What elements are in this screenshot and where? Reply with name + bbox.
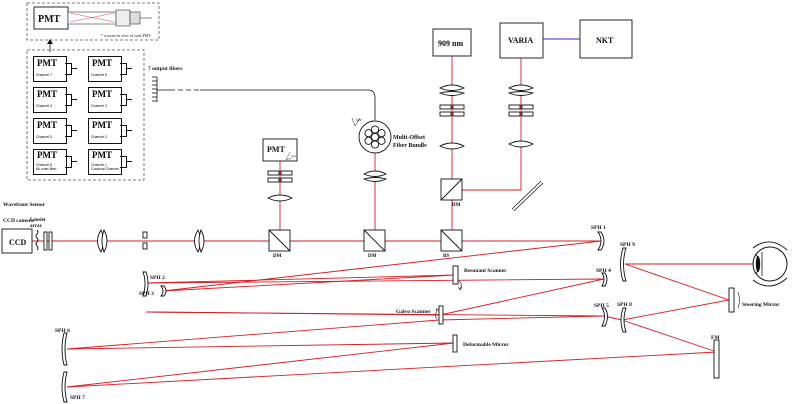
channel-caption: Channel 3 bbox=[91, 104, 107, 108]
pmt-detector: PMT xyz bbox=[262, 138, 298, 162]
pmt-array-label: PMT bbox=[92, 89, 112, 99]
pmt-array-label: PMT bbox=[92, 58, 112, 68]
sph8-mirror bbox=[620, 307, 627, 333]
pmt-channel: PMT Channel 7 bbox=[33, 56, 81, 84]
eye-icon bbox=[752, 241, 788, 287]
output-fibers: 7 output fibers bbox=[148, 66, 376, 120]
fm-label: FM bbox=[711, 335, 720, 341]
pmt-array-label: PMT bbox=[37, 150, 57, 160]
wavefront-sensor: Wavefront Sensor CCD camera Lenslet arra… bbox=[1, 202, 53, 254]
pmt-array bbox=[26, 49, 145, 181]
lens-group-pmt bbox=[266, 170, 294, 202]
deformable-mirror-label: Deformable Mirror bbox=[463, 342, 509, 348]
sph7-label: SPH 7 bbox=[70, 395, 85, 401]
array-label: array bbox=[30, 224, 42, 229]
pmt-channel: PMT Channel 2 bbox=[88, 118, 136, 146]
pmt-channel: PMT Channel 3 bbox=[88, 87, 136, 115]
laser-909-label: 909 nm bbox=[438, 39, 463, 48]
sph4-label: SPH 4 bbox=[596, 268, 611, 274]
beam-paths bbox=[30, 56, 787, 388]
arrow-icon bbox=[47, 39, 53, 44]
steering-mirror-label: Steering Mirror bbox=[742, 302, 780, 308]
galvo-scanner-label: Galvo Scanner bbox=[396, 309, 431, 315]
channel-caption: Channel 1 Confocal Channel bbox=[91, 163, 119, 171]
pmt-inset-note: * a zoom-in view of each PMT bbox=[101, 33, 151, 38]
varia-label: VARIA bbox=[508, 36, 533, 45]
lens-group-varia bbox=[507, 84, 535, 148]
dm-cube-bundle: DM bbox=[363, 229, 386, 259]
fiber-bundle-label: Fiber Bundle bbox=[393, 143, 427, 149]
sph1-label: SPH 1 bbox=[591, 225, 606, 231]
sph6-mirror bbox=[61, 332, 68, 366]
output-fibers-label: 7 output fibers bbox=[148, 66, 183, 72]
dm-cube-pmt: DM bbox=[268, 229, 291, 259]
pmt-inset-label: PMT bbox=[38, 14, 61, 25]
pmt-array-label: PMT bbox=[37, 120, 57, 130]
sph9-mirror bbox=[620, 247, 627, 282]
sph9-label: SPH 9 bbox=[620, 242, 635, 248]
sph2-mirror bbox=[160, 285, 167, 297]
laser-nkt: NKT bbox=[579, 19, 633, 59]
sph1-mirror bbox=[597, 231, 605, 251]
pmt-channel: PMT Channel 1 Confocal Channel bbox=[88, 149, 136, 177]
dm-cube-pmt-label: DM bbox=[273, 254, 282, 259]
relay-lenses bbox=[97, 228, 205, 254]
lens-group-bundle bbox=[362, 170, 388, 182]
dm-cube-bundle-label: DM bbox=[368, 254, 377, 259]
pmt-detector-label: PMT bbox=[267, 145, 285, 154]
fm-mirror: FM bbox=[711, 335, 720, 379]
bs-cube: BS bbox=[440, 229, 463, 259]
dm-cube-varia-label: DM bbox=[452, 203, 461, 208]
dm-cube-varia: DM bbox=[440, 178, 463, 208]
sph5-mirror bbox=[601, 307, 608, 327]
pmt-array-label: PMT bbox=[92, 120, 112, 130]
ccd-camera-label: CCD camera bbox=[3, 218, 34, 224]
pmt-channel: PMT Channel 8 All outer fiber bbox=[33, 149, 81, 177]
lens-group-909 bbox=[438, 84, 466, 150]
pmt-channel: PMT Channel 4 bbox=[33, 87, 81, 115]
galvo-scanner: Galvo Scanner bbox=[396, 305, 444, 325]
bs-cube-label: BS bbox=[443, 254, 449, 259]
pmt-array-label: PMT bbox=[37, 89, 57, 99]
sph2-label: SPH 2 bbox=[150, 275, 165, 281]
pmt-array-label: PMT bbox=[37, 58, 57, 68]
laser-909: 909 nm bbox=[432, 28, 472, 57]
sph3-mirror bbox=[142, 271, 149, 297]
channel-caption: Channel 5 bbox=[36, 135, 52, 139]
nkt-label: NKT bbox=[596, 36, 614, 45]
sph4-mirror bbox=[601, 272, 608, 287]
multi-offset-label: Multi-Offset bbox=[393, 135, 425, 141]
multi-offset-fiber-bundle: xyz Multi-Offset Fiber Bundle bbox=[351, 117, 427, 154]
sph-mirrors bbox=[61, 231, 627, 403]
channel-caption: Channel 7 bbox=[36, 73, 52, 77]
channel-caption: Channel 2 bbox=[91, 135, 107, 139]
ccd-label: CCD bbox=[9, 238, 27, 247]
channel-caption: Channel 6 bbox=[91, 73, 107, 77]
channel-caption: Channel 4 bbox=[36, 104, 52, 108]
pmt-zoom-inset: PMT * a zoom-in view of each PMT bbox=[26, 2, 160, 41]
sph5-label: SPH 5 bbox=[594, 303, 609, 309]
pmt-array-label: PMT bbox=[92, 150, 112, 160]
deformable-mirror: Deformable Mirror bbox=[452, 334, 509, 353]
sph8-label: SPH 8 bbox=[617, 302, 632, 308]
sph3-label: SPH 3 bbox=[139, 291, 154, 297]
pmt-channel: PMT Channel 6 bbox=[88, 56, 136, 84]
laser-varia: VARIA bbox=[499, 22, 544, 59]
sph6-label: SPH 6 bbox=[55, 328, 70, 334]
resonant-scanner-label: Resonant Scanner bbox=[464, 268, 507, 274]
sph7-mirror bbox=[61, 371, 68, 403]
resonant-scanner: Resonant Scanner bbox=[452, 265, 507, 291]
channel-caption: Channel 8 All outer fiber bbox=[36, 163, 57, 171]
wavefront-sensor-label: Wavefront Sensor bbox=[3, 202, 46, 208]
xyz-label-pmt: xyz bbox=[291, 154, 297, 158]
lenslet-label: Lenslet bbox=[30, 218, 46, 223]
steering-mirror: Steering Mirror bbox=[728, 287, 780, 313]
pmt-channel: PMT Channel 5 bbox=[33, 118, 81, 146]
